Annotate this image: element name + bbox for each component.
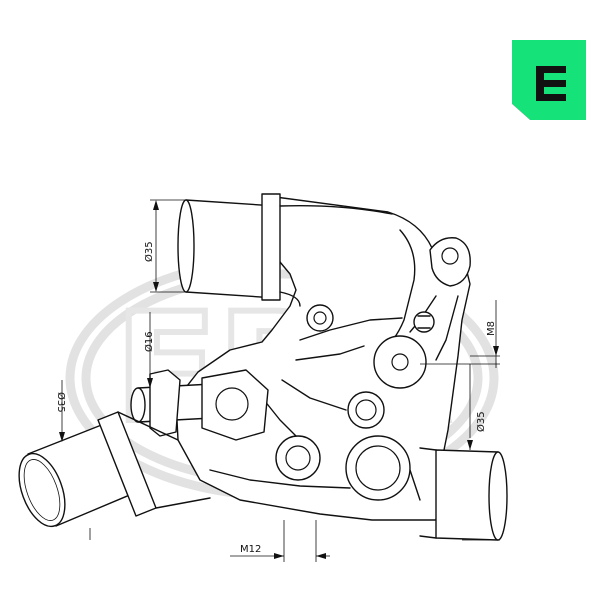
dimension-lines [59, 199, 500, 562]
top-pipe-diameter-label: Ø35 [143, 241, 155, 262]
left-pipe [18, 411, 211, 528]
small-pipe [130, 369, 269, 441]
left-pipe-diameter-label: Ø35 [55, 392, 67, 413]
bottom-thread-label: M12 [240, 544, 261, 555]
brand-logo: E [512, 40, 586, 120]
top-pipe [177, 193, 393, 307]
bolt-thread-label: M8 [486, 321, 497, 336]
bolt-holes [275, 304, 435, 501]
right-pipe-diameter-label: Ø35 [475, 411, 487, 432]
small-pipe-diameter-label: Ø16 [143, 331, 155, 352]
housing-body [175, 195, 471, 521]
